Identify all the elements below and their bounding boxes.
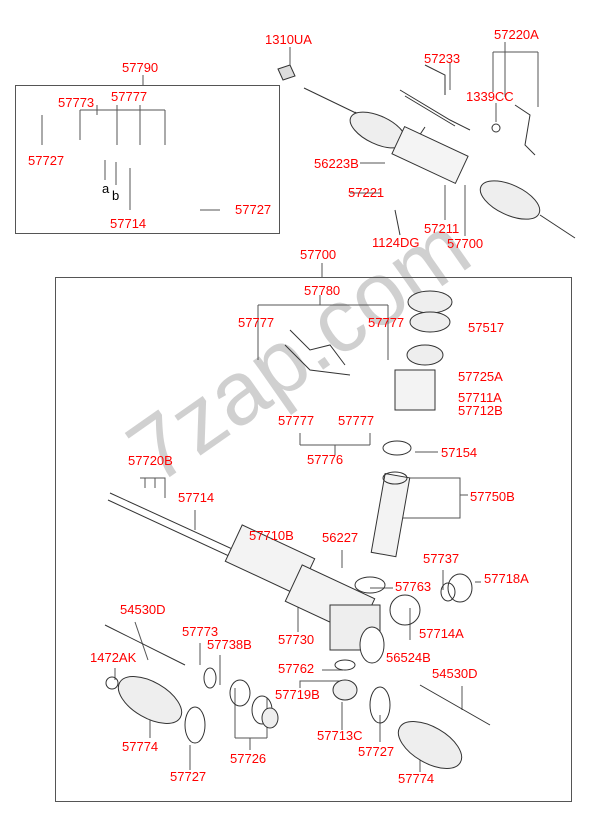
label-57718a[interactable]: 57718A xyxy=(484,571,529,586)
label-57773-main[interactable]: 57773 xyxy=(182,624,219,639)
label-57777-bl[interactable]: 57777 xyxy=(278,413,315,428)
label-57727-kit-right[interactable]: 57727 xyxy=(235,202,272,217)
label-57763[interactable]: 57763 xyxy=(395,579,432,594)
label-57776[interactable]: 57776 xyxy=(307,452,344,467)
label-57777-br[interactable]: 57777 xyxy=(338,413,375,428)
label-57221[interactable]: 57221 xyxy=(348,185,385,200)
label-56227[interactable]: 56227 xyxy=(322,530,359,545)
label-57790[interactable]: 57790 xyxy=(122,60,159,75)
label-1339cc[interactable]: 1339CC xyxy=(466,89,514,104)
steering-rack-assembly-drawing xyxy=(277,64,576,239)
label-56223b[interactable]: 56223B xyxy=(314,156,359,171)
label-57726[interactable]: 57726 xyxy=(230,751,267,766)
label-57780[interactable]: 57780 xyxy=(304,283,341,298)
label-57727-left[interactable]: 57727 xyxy=(170,769,207,784)
label-57714a[interactable]: 57714A xyxy=(419,626,464,641)
label-57714-kit[interactable]: 57714 xyxy=(110,216,147,231)
label-57719b[interactable]: 57719B xyxy=(275,687,320,702)
label-57712b[interactable]: 57712B xyxy=(458,403,503,418)
label-57774-left[interactable]: 57774 xyxy=(122,739,159,754)
label-1310ua[interactable]: 1310UA xyxy=(265,32,312,47)
label-57750b[interactable]: 57750B xyxy=(470,489,515,504)
label-57777-kit[interactable]: 57777 xyxy=(111,89,148,104)
label-57773-kit[interactable]: 57773 xyxy=(58,95,95,110)
label-57154[interactable]: 57154 xyxy=(441,445,478,460)
repair-kit-box xyxy=(15,85,280,234)
label-57727-kit-left[interactable]: 57727 xyxy=(28,153,65,168)
label-1472ak[interactable]: 1472AK xyxy=(90,650,137,665)
label-57233[interactable]: 57233 xyxy=(424,51,461,66)
label-57730[interactable]: 57730 xyxy=(278,632,315,647)
label-57738b[interactable]: 57738B xyxy=(207,637,252,652)
label-57777-tl[interactable]: 57777 xyxy=(238,315,275,330)
label-56524b[interactable]: 56524B xyxy=(386,650,431,665)
label-57737[interactable]: 57737 xyxy=(423,551,460,566)
label-57711a[interactable]: 57711A xyxy=(458,390,502,405)
label-57762[interactable]: 57762 xyxy=(278,661,315,676)
gear-box-assembly-box xyxy=(55,277,572,802)
label-57710b[interactable]: 57710B xyxy=(249,528,294,543)
label-57727-right[interactable]: 57727 xyxy=(358,744,395,759)
label-57720b[interactable]: 57720B xyxy=(128,453,173,468)
label-57220a[interactable]: 57220A xyxy=(494,27,539,42)
label-54530d-right[interactable]: 54530D xyxy=(432,666,478,681)
label-57700-main[interactable]: 57700 xyxy=(300,247,337,262)
rack-exploded-drawing xyxy=(104,290,491,769)
label-57713c[interactable]: 57713C xyxy=(317,728,363,743)
label-57725a[interactable]: 57725A xyxy=(458,369,503,384)
label-57211[interactable]: 57211 xyxy=(424,221,460,236)
label-1124dg[interactable]: 1124DG xyxy=(372,235,420,250)
label-a-kit: a xyxy=(102,181,110,196)
label-57774-right[interactable]: 57774 xyxy=(398,771,435,786)
label-57777-tr[interactable]: 57777 xyxy=(368,315,405,330)
label-57714-main[interactable]: 57714 xyxy=(178,490,215,505)
label-54530d-left[interactable]: 54530D xyxy=(120,602,166,617)
label-b-kit: b xyxy=(112,188,120,203)
label-57700-top[interactable]: 57700 xyxy=(447,236,484,251)
label-57517[interactable]: 57517 xyxy=(468,320,505,335)
